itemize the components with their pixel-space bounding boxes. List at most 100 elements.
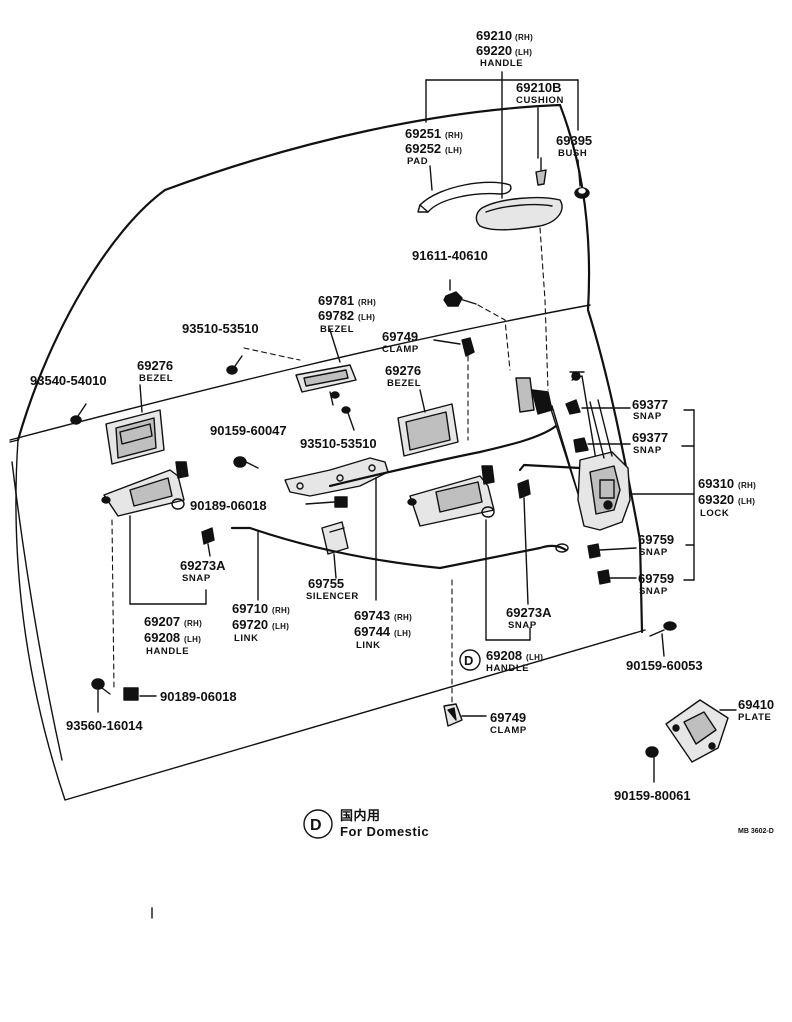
label-link-left-name: LINK (234, 633, 259, 644)
screw-93510-mid (341, 406, 355, 431)
label-screw-90159-60053: 90159-60053 (626, 658, 703, 673)
label-silencer-name: SILENCER (306, 591, 359, 602)
label-nut-90189-lower: 90189-06018 (160, 689, 237, 704)
label-lock-rh-num: 69310 (698, 476, 734, 491)
label-bezel-left-num: 69276 (137, 358, 173, 373)
label-inner-handle-lh-suffix: (LH) (184, 635, 201, 644)
label-snap-left-num: 69273A (180, 558, 226, 573)
snaps-69759 (587, 543, 637, 585)
inner-handle-domestic (407, 465, 531, 641)
inner-handle-bezel-mid (397, 389, 459, 457)
screw-90159-80061 (645, 746, 659, 783)
striker-plate (665, 699, 737, 763)
label-link-left-lh-num: 69720 (232, 617, 268, 632)
silencer-part (321, 521, 349, 579)
label-domestic-handle-lh-suffix: (LH) (526, 653, 543, 662)
label-screw-93510-top: 93510-53510 (182, 321, 259, 336)
label-plate-name: PLATE (738, 712, 771, 723)
label-screw-90159-60047: 90159-60047 (210, 423, 287, 438)
label-bush-name: BUSH (558, 148, 587, 159)
label-snap-right-name: SNAP (508, 620, 537, 631)
label-link-mid-rh-num: 69743 (354, 608, 390, 623)
snaps-69377 (565, 399, 631, 453)
bolt-91611 (443, 279, 477, 307)
label-clamp-upper-name: CLAMP (382, 344, 419, 355)
label-lock-rh-suffix: (RH) (738, 481, 756, 490)
label-bezel-left-name: BEZEL (139, 373, 173, 384)
label-bezel-top-rh-suffix: (RH) (358, 298, 376, 307)
label-handle-lh-num: 69220 (476, 43, 512, 58)
legend-domestic: D 国内用 For Domestic (303, 808, 429, 839)
screw-93510-top (226, 347, 301, 375)
legend-japanese: 国内用 (340, 808, 381, 823)
label-inner-handle-lh-num: 69208 (144, 630, 180, 645)
label-snap-upper-name: SNAP (633, 411, 662, 422)
figure-code: MB 3602-D (738, 828, 774, 835)
screw-90159-60047 (233, 456, 259, 469)
label-link-mid-lh-suffix: (LH) (394, 629, 411, 638)
snap-69273a-left (201, 527, 215, 557)
label-handle-rh-num: 69210 (476, 28, 512, 43)
part-labels: 69210 (RH) 69220 (LH) HANDLE 69210B CUSH… (30, 28, 774, 803)
clamp-upper (433, 337, 475, 441)
label-pad-rh-suffix: (RH) (445, 131, 463, 140)
label-bezel-top-name: BEZEL (320, 324, 354, 335)
label-screw-93540: 93540-54010 (30, 373, 107, 388)
label-link-left-rh-num: 69710 (232, 601, 268, 616)
label-bezel-mid-num: 69276 (385, 363, 421, 378)
label-screw-90159-80061: 90159-80061 (614, 788, 691, 803)
label-snap-mid-num: 69377 (632, 430, 668, 445)
label-snap-lock2-name: SNAP (639, 586, 668, 597)
label-handle-name: HANDLE (480, 58, 523, 69)
label-pad-rh-num: 69251 (405, 126, 441, 141)
label-snap-lock1-num: 69759 (638, 532, 674, 547)
label-snap-mid-name: SNAP (633, 445, 662, 456)
label-bush-num: 69395 (556, 133, 592, 148)
domestic-mark-circle-handle (459, 649, 481, 671)
label-nut-90189-upper: 90189-06018 (190, 498, 267, 513)
label-plate-num: 69410 (738, 697, 774, 712)
label-bolt-91611: 91611-40610 (412, 248, 488, 263)
label-domestic-handle-name: HANDLE (486, 663, 529, 674)
lock-knob-bezel (295, 329, 357, 406)
label-handle-rh-suffix: (RH) (515, 33, 533, 42)
outside-handle (417, 181, 563, 231)
label-snap-left-name: SNAP (182, 573, 211, 584)
handle-leader-lines (425, 71, 581, 199)
label-lock-lh-num: 69320 (698, 492, 734, 507)
label-link-left-rh-suffix: (RH) (272, 606, 290, 615)
legend-mark-circle (303, 809, 333, 839)
label-bezel-top-lh-suffix: (LH) (358, 313, 375, 322)
label-inner-handle-rh-suffix: (RH) (184, 619, 202, 628)
label-lock-name: LOCK (700, 508, 729, 519)
screw-90159-60053 (649, 621, 677, 657)
label-lock-lh-suffix: (LH) (738, 497, 755, 506)
label-snap-right-num: 69273A (506, 605, 552, 620)
label-bezel-top-lh-num: 69782 (318, 308, 354, 323)
cushion-part (535, 157, 547, 186)
label-domestic-handle-lh-num: 69208 (486, 648, 522, 663)
label-cushion-num: 69210B (516, 80, 562, 95)
snap-69273a-right (517, 479, 531, 605)
inner-handle-left (101, 461, 207, 691)
legend-mark: D (310, 817, 322, 834)
label-link-mid-lh-num: 69744 (354, 624, 391, 639)
door-lock-assembly (515, 371, 631, 531)
link-rods (230, 227, 594, 601)
label-clamp-lower-num: 69749 (490, 710, 526, 725)
label-pad-lh-suffix: (LH) (445, 146, 462, 155)
bush-part (574, 187, 590, 199)
legend-english: For Domestic (340, 824, 429, 839)
label-screw-93510-mid: 93510-53510 (300, 436, 377, 451)
inner-handle-bezel-left (105, 384, 165, 465)
label-link-mid-name: LINK (356, 640, 381, 651)
label-snap-lock1-name: SNAP (639, 547, 668, 558)
label-screw-93560: 93560-16014 (66, 718, 143, 733)
clamp-lower (443, 579, 487, 727)
label-domestic-handle-mark: D (464, 653, 473, 668)
label-link-left-lh-suffix: (LH) (272, 622, 289, 631)
screw-93560 (91, 678, 111, 713)
label-bezel-top-rh-num: 69781 (318, 293, 354, 308)
label-pad-lh-num: 69252 (405, 141, 441, 156)
